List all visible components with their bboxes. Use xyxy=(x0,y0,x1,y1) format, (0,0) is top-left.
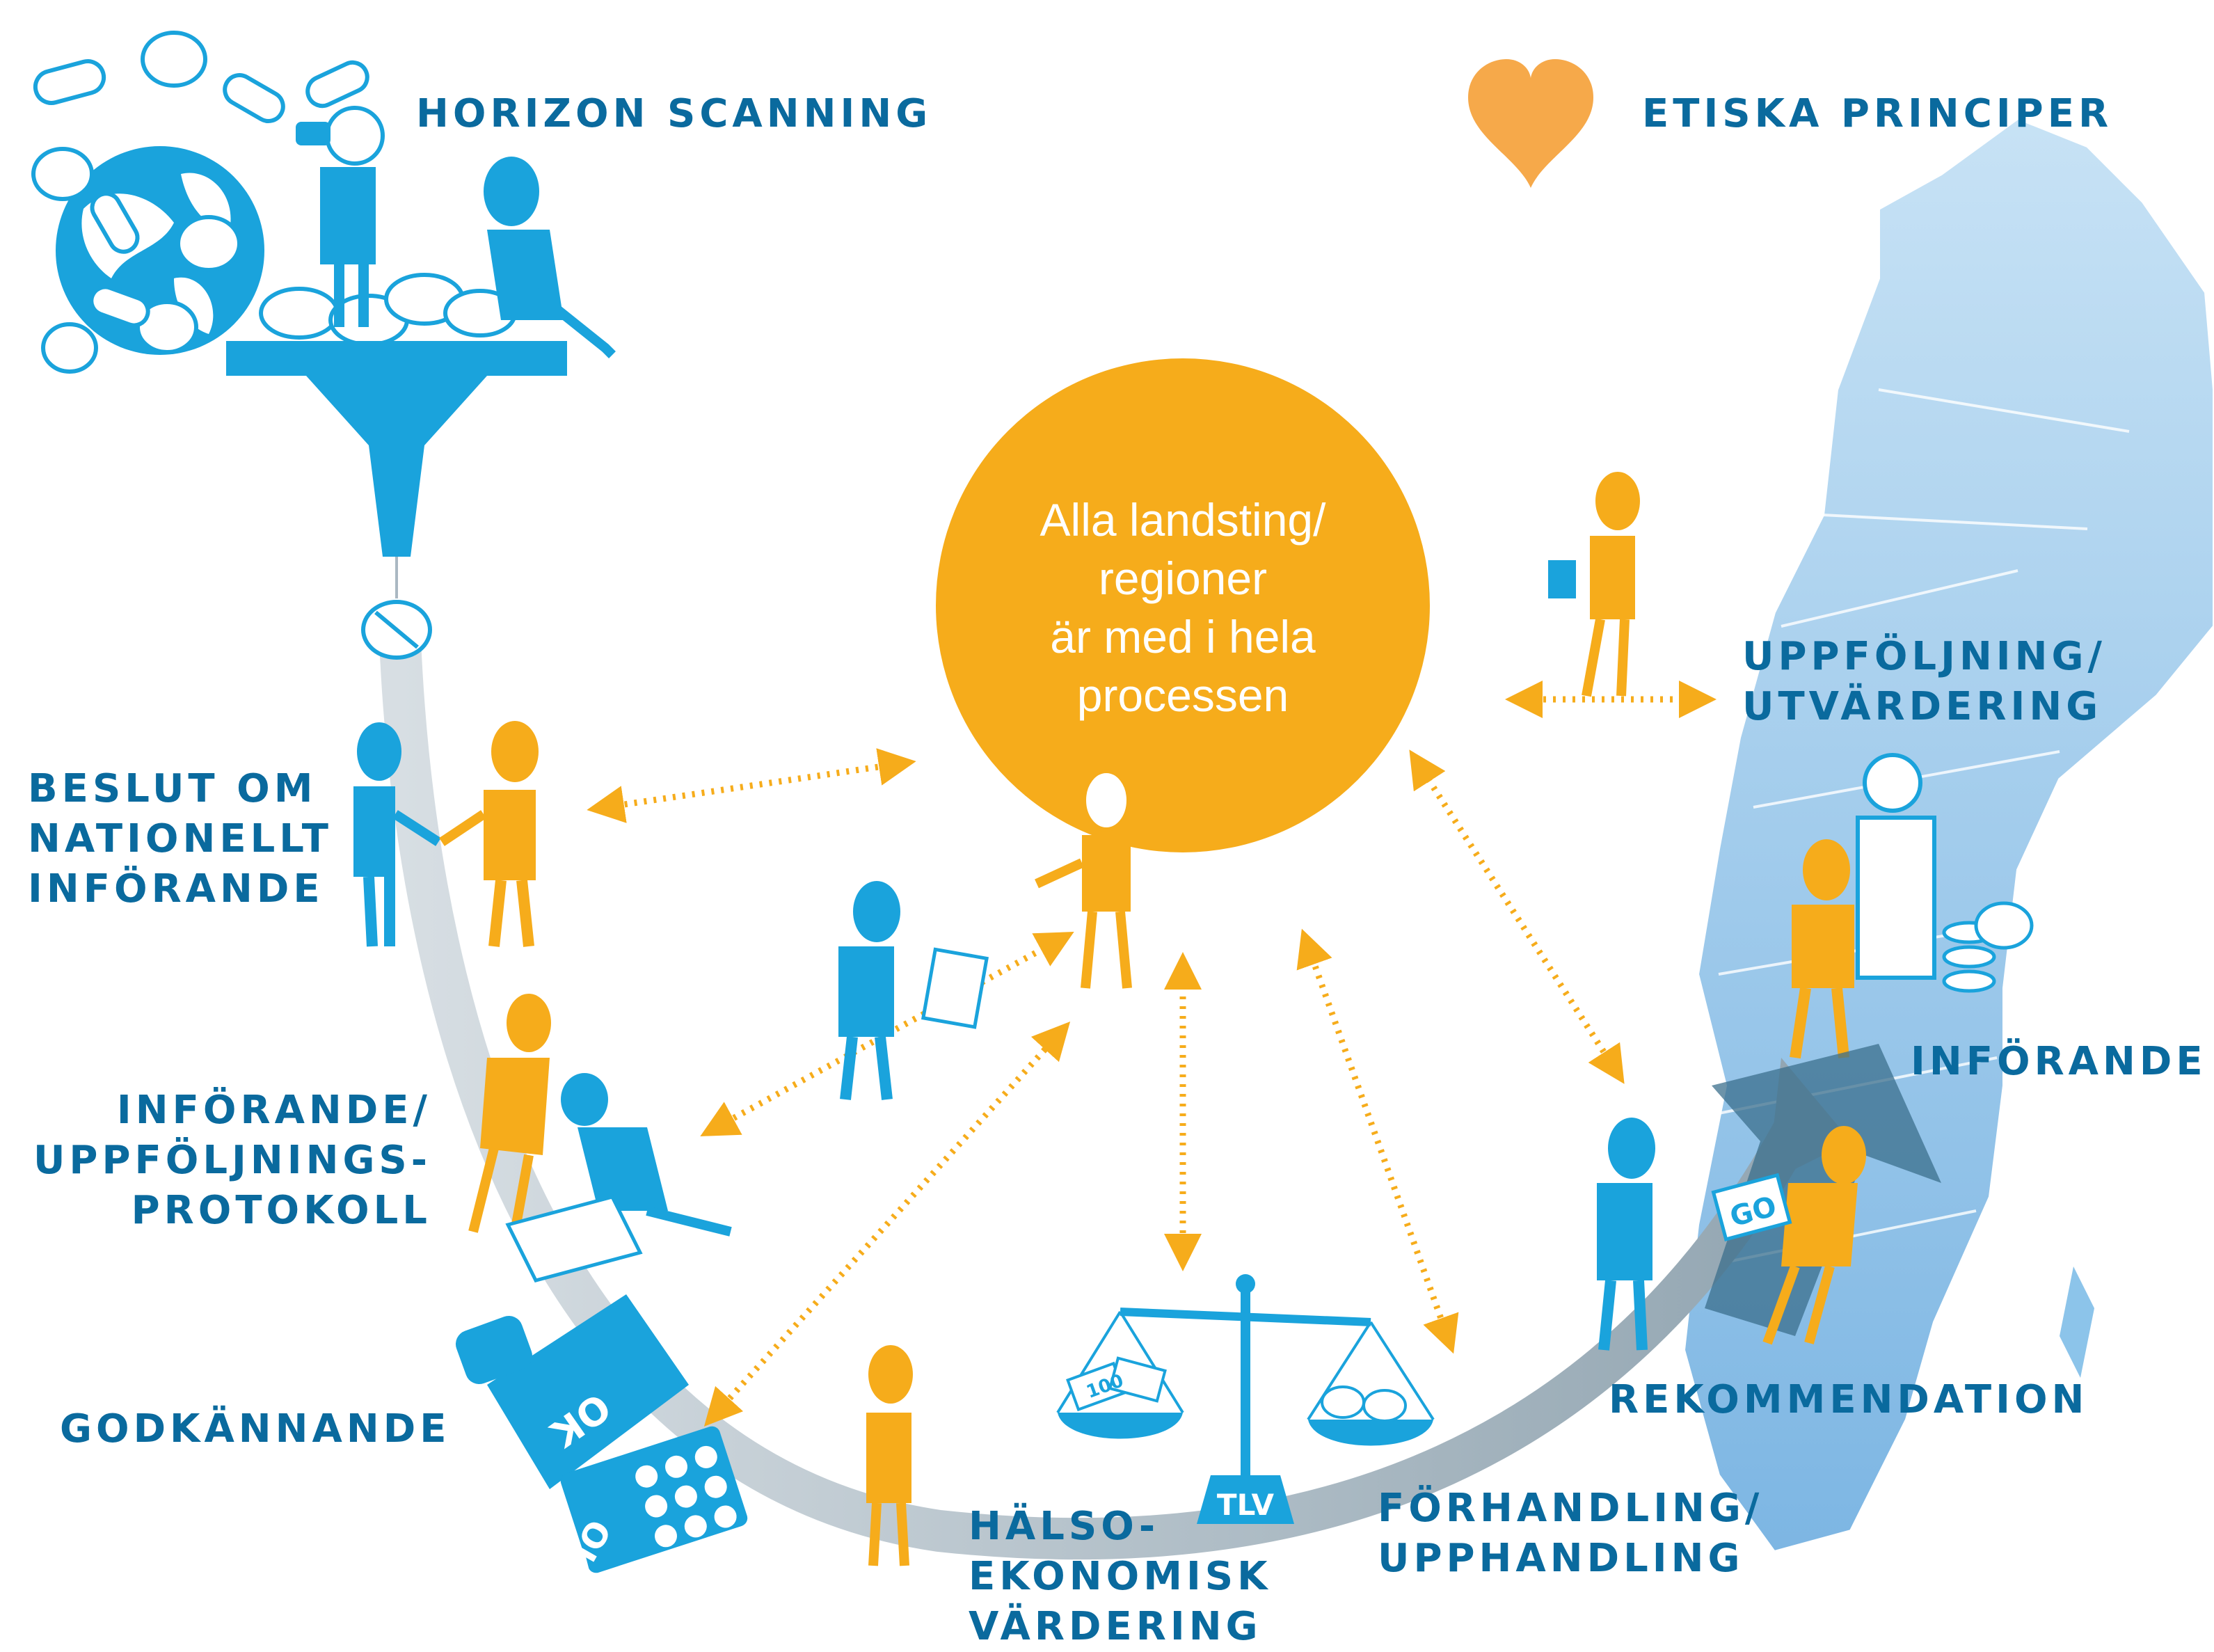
label-line: UTVÄRDERING xyxy=(1742,684,2103,729)
label-line: PROTOKOLL xyxy=(131,1188,431,1233)
label-line: NATIONELLT xyxy=(28,816,333,861)
label-uppfoljning: UPPFÖLJNING/ UTVÄRDERING xyxy=(1742,632,2106,732)
person-icon xyxy=(1548,472,1640,697)
label-beslut: BESLUT OM NATIONELLT INFÖRANDE xyxy=(28,764,333,914)
arrow-rekommendation xyxy=(1409,749,1625,1084)
process-arc xyxy=(379,619,1816,1560)
funnel-icon xyxy=(226,273,567,598)
heart-icon xyxy=(1468,59,1593,188)
sweden-map-icon xyxy=(1682,116,2214,1554)
center-line: Alla landsting/ xyxy=(1040,494,1326,546)
label-line: EKONOMISK xyxy=(969,1554,1272,1599)
medicine-box-icon xyxy=(455,1294,689,1489)
center-line: regioner xyxy=(1098,553,1268,604)
pill-icon xyxy=(31,31,369,374)
arrow-godkannande xyxy=(703,1021,1071,1427)
person-icon xyxy=(561,1073,732,1237)
person-icon xyxy=(296,106,385,327)
label-line: INFÖRANDE xyxy=(28,866,324,912)
arrow-forhandling xyxy=(1296,928,1459,1354)
center-circle xyxy=(936,358,1430,852)
label-forhandling: FÖRHANDLING/ UPPHANDLING xyxy=(1378,1484,1763,1584)
person-icon xyxy=(838,881,989,1100)
center-text: Alla landsting/ regioner är med i hela p… xyxy=(946,491,1419,724)
label-protokoll: INFÖRANDE/ UPPFÖLJNINGS- PROTOKOLL xyxy=(28,1086,431,1236)
label-line: UPPFÖLJNING/ xyxy=(1742,634,2106,679)
pill-icon xyxy=(1942,901,2034,993)
arrow-beslut xyxy=(587,748,916,823)
person-icon xyxy=(484,157,616,358)
center-line: är med i hela xyxy=(1050,611,1316,662)
label-rekommendation: REKOMMENDATION xyxy=(1609,1377,2089,1422)
document-icon xyxy=(505,1195,643,1282)
arrow-protokoll xyxy=(700,932,1074,1136)
person-icon xyxy=(1856,753,1936,980)
scale-icon xyxy=(1056,1274,1435,1524)
person-icon xyxy=(1035,769,1132,989)
tlv-badge: TLV xyxy=(1217,1488,1275,1522)
label-line: FÖRHANDLING/ xyxy=(1378,1486,1764,1531)
center-line: processen xyxy=(1076,669,1289,721)
label-etiska-principer: ETISKA PRINCIPER xyxy=(1642,91,2113,136)
person-icon xyxy=(866,1345,913,1566)
label-line: UPPHANDLING xyxy=(1378,1536,1744,1581)
label-line: BESLUT OM xyxy=(28,766,317,811)
label-horizon-scanning: HORIZON SCANNING xyxy=(416,91,932,136)
label-line: VÄRDERING xyxy=(969,1604,1262,1649)
person-icon xyxy=(1762,1126,1866,1345)
label-line: UPPFÖLJNINGS- xyxy=(33,1138,431,1183)
person-icon xyxy=(353,722,441,947)
label-line: INFÖRANDE/ xyxy=(116,1088,431,1133)
person-icon xyxy=(439,721,539,947)
dotted-arrows xyxy=(587,681,1717,1427)
person-icon xyxy=(1597,1118,1655,1351)
person-icon xyxy=(468,994,551,1233)
blister-pack-icon xyxy=(560,1426,748,1573)
label-halso: HÄLSO- EKONOMISK VÄRDERING xyxy=(969,1502,1272,1652)
label-line: HÄLSO- xyxy=(969,1504,1160,1549)
go-sign xyxy=(1711,1173,1792,1242)
person-icon xyxy=(1790,839,1854,1059)
label-inforande: INFÖRANDE xyxy=(1911,1039,2207,1084)
pill-icon xyxy=(361,600,432,660)
label-godkannande: GODKÄNNANDE xyxy=(60,1406,451,1452)
